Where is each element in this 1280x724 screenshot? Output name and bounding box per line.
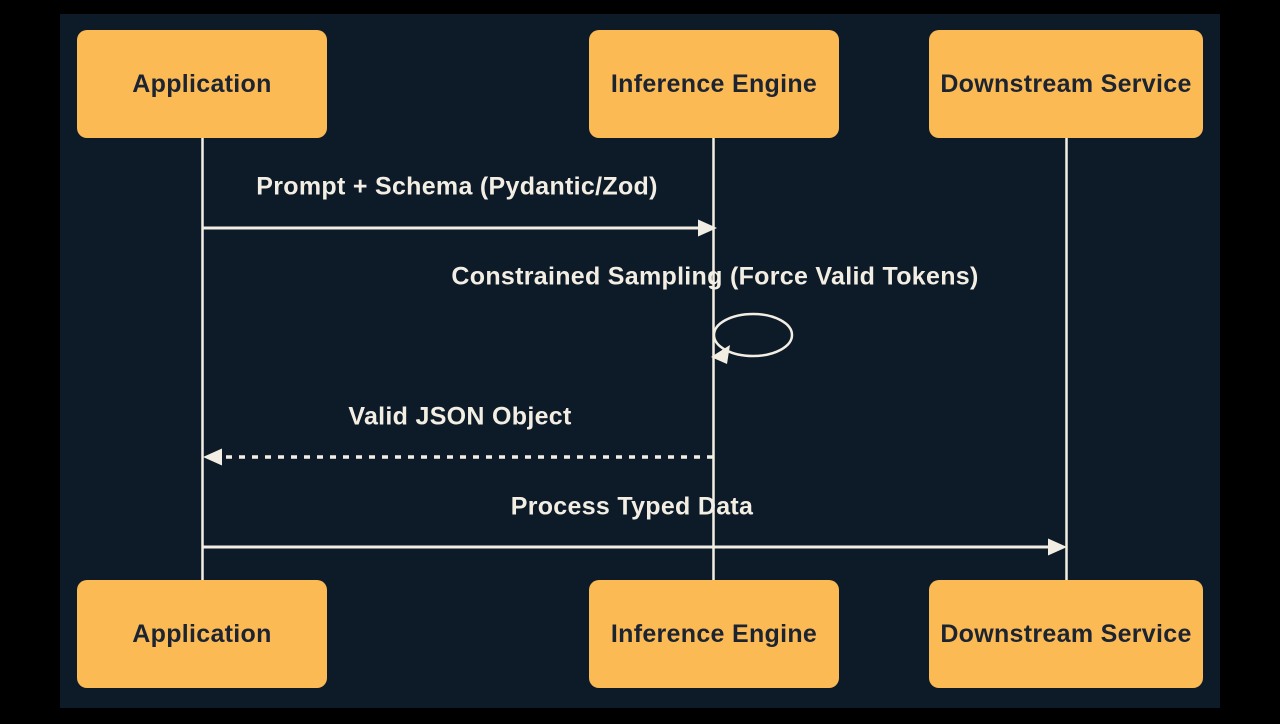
self-loop-constrained-sampling — [712, 312, 794, 358]
actor-box-inference-engine-top: Inference Engine — [589, 30, 839, 138]
actor-label: Downstream Service — [940, 69, 1192, 98]
diagram-connectors — [201, 138, 1068, 580]
actor-box-application-bottom: Application — [77, 580, 327, 688]
arrowhead-left-constrained-sampling — [711, 345, 730, 364]
actor-label: Inference Engine — [610, 69, 818, 98]
arrowhead-right-prompt-schema — [698, 219, 717, 237]
message-label-prompt-schema: Prompt + Schema (Pydantic/Zod) — [256, 172, 658, 201]
arrowhead-right-process-typed-data — [1048, 538, 1067, 556]
actor-label: Application — [132, 69, 272, 98]
arrowhead-left-valid-json — [203, 448, 222, 466]
actor-label: Application — [132, 619, 272, 648]
actor-box-application-top: Application — [77, 30, 327, 138]
message-label-constrained-sampling: Constrained Sampling (Force Valid Tokens… — [451, 262, 979, 291]
actor-box-downstream-service-top: Downstream Service — [929, 30, 1203, 138]
actor-box-inference-engine-bottom: Inference Engine — [589, 580, 839, 688]
actor-label: Inference Engine — [610, 619, 818, 648]
actor-label: Downstream Service — [940, 619, 1192, 648]
message-label-process-typed-data: Process Typed Data — [510, 492, 754, 521]
sequence-diagram: Application Inference Engine Downstream … — [60, 14, 1220, 708]
message-label-valid-json: Valid JSON Object — [348, 402, 572, 431]
actor-box-downstream-service-bottom: Downstream Service — [929, 580, 1203, 688]
